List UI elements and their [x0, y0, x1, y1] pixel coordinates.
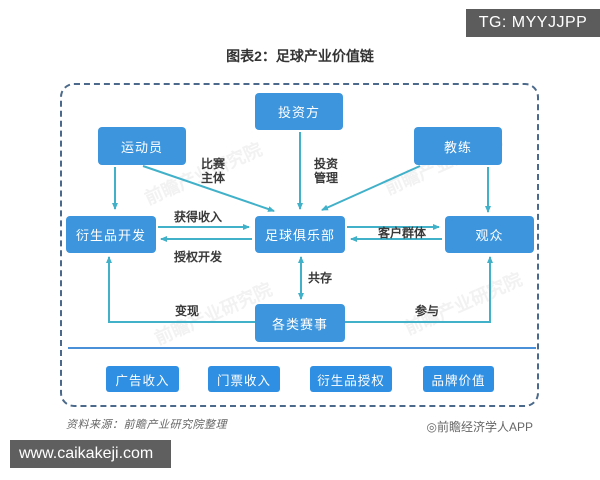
- edge-label-licensed-dev: 授权开发: [173, 250, 222, 264]
- edge-label-monetize: 变现: [174, 304, 199, 318]
- node-derivatives: 衍生品开发: [66, 216, 156, 253]
- edge-label-participate: 参与: [414, 304, 439, 318]
- tg-badge-text: TG: MYYJJPP: [478, 14, 588, 31]
- node-club: 足球俱乐部: [255, 216, 345, 253]
- output-ad-revenue: 广告收入: [106, 366, 179, 392]
- edge-label-line: 主体: [200, 171, 225, 185]
- node-coach: 教练: [414, 127, 502, 165]
- tg-badge: TG: MYYJJPP: [466, 9, 600, 37]
- edge-label-invest-manage: 投资 管理: [310, 157, 342, 185]
- node-athlete: 运动员: [98, 127, 186, 165]
- site-badge-text: www.caikakeji.com: [19, 445, 154, 462]
- chart-title: 图表2：足球产业价值链: [226, 48, 374, 64]
- edge-label-line: 管理: [313, 171, 338, 185]
- edge-label-line: 投资: [313, 157, 338, 171]
- edge-label-gain-income: 获得收入: [173, 210, 222, 224]
- source-note: 资料来源：前瞻产业研究院整理: [66, 419, 227, 431]
- node-investor: 投资方: [255, 93, 343, 130]
- edge-label-match-subject: 比赛 主体: [197, 157, 229, 185]
- credit-note: ◎前瞻经济学人APP: [426, 420, 533, 434]
- node-events: 各类赛事: [255, 304, 345, 342]
- edge-label-coexist: 共存: [307, 271, 332, 285]
- divider-line: [68, 347, 536, 349]
- edge-label-customer-group: 客户群体: [377, 226, 426, 240]
- output-ticket-revenue: 门票收入: [208, 366, 280, 392]
- site-badge: www.caikakeji.com: [10, 440, 171, 468]
- output-derivative-licensing: 衍生品授权: [310, 366, 392, 392]
- node-audience: 观众: [445, 216, 534, 253]
- output-brand-value: 品牌价值: [423, 366, 494, 392]
- diagram-frame: [60, 83, 539, 407]
- edge-label-line: 比赛: [200, 157, 225, 171]
